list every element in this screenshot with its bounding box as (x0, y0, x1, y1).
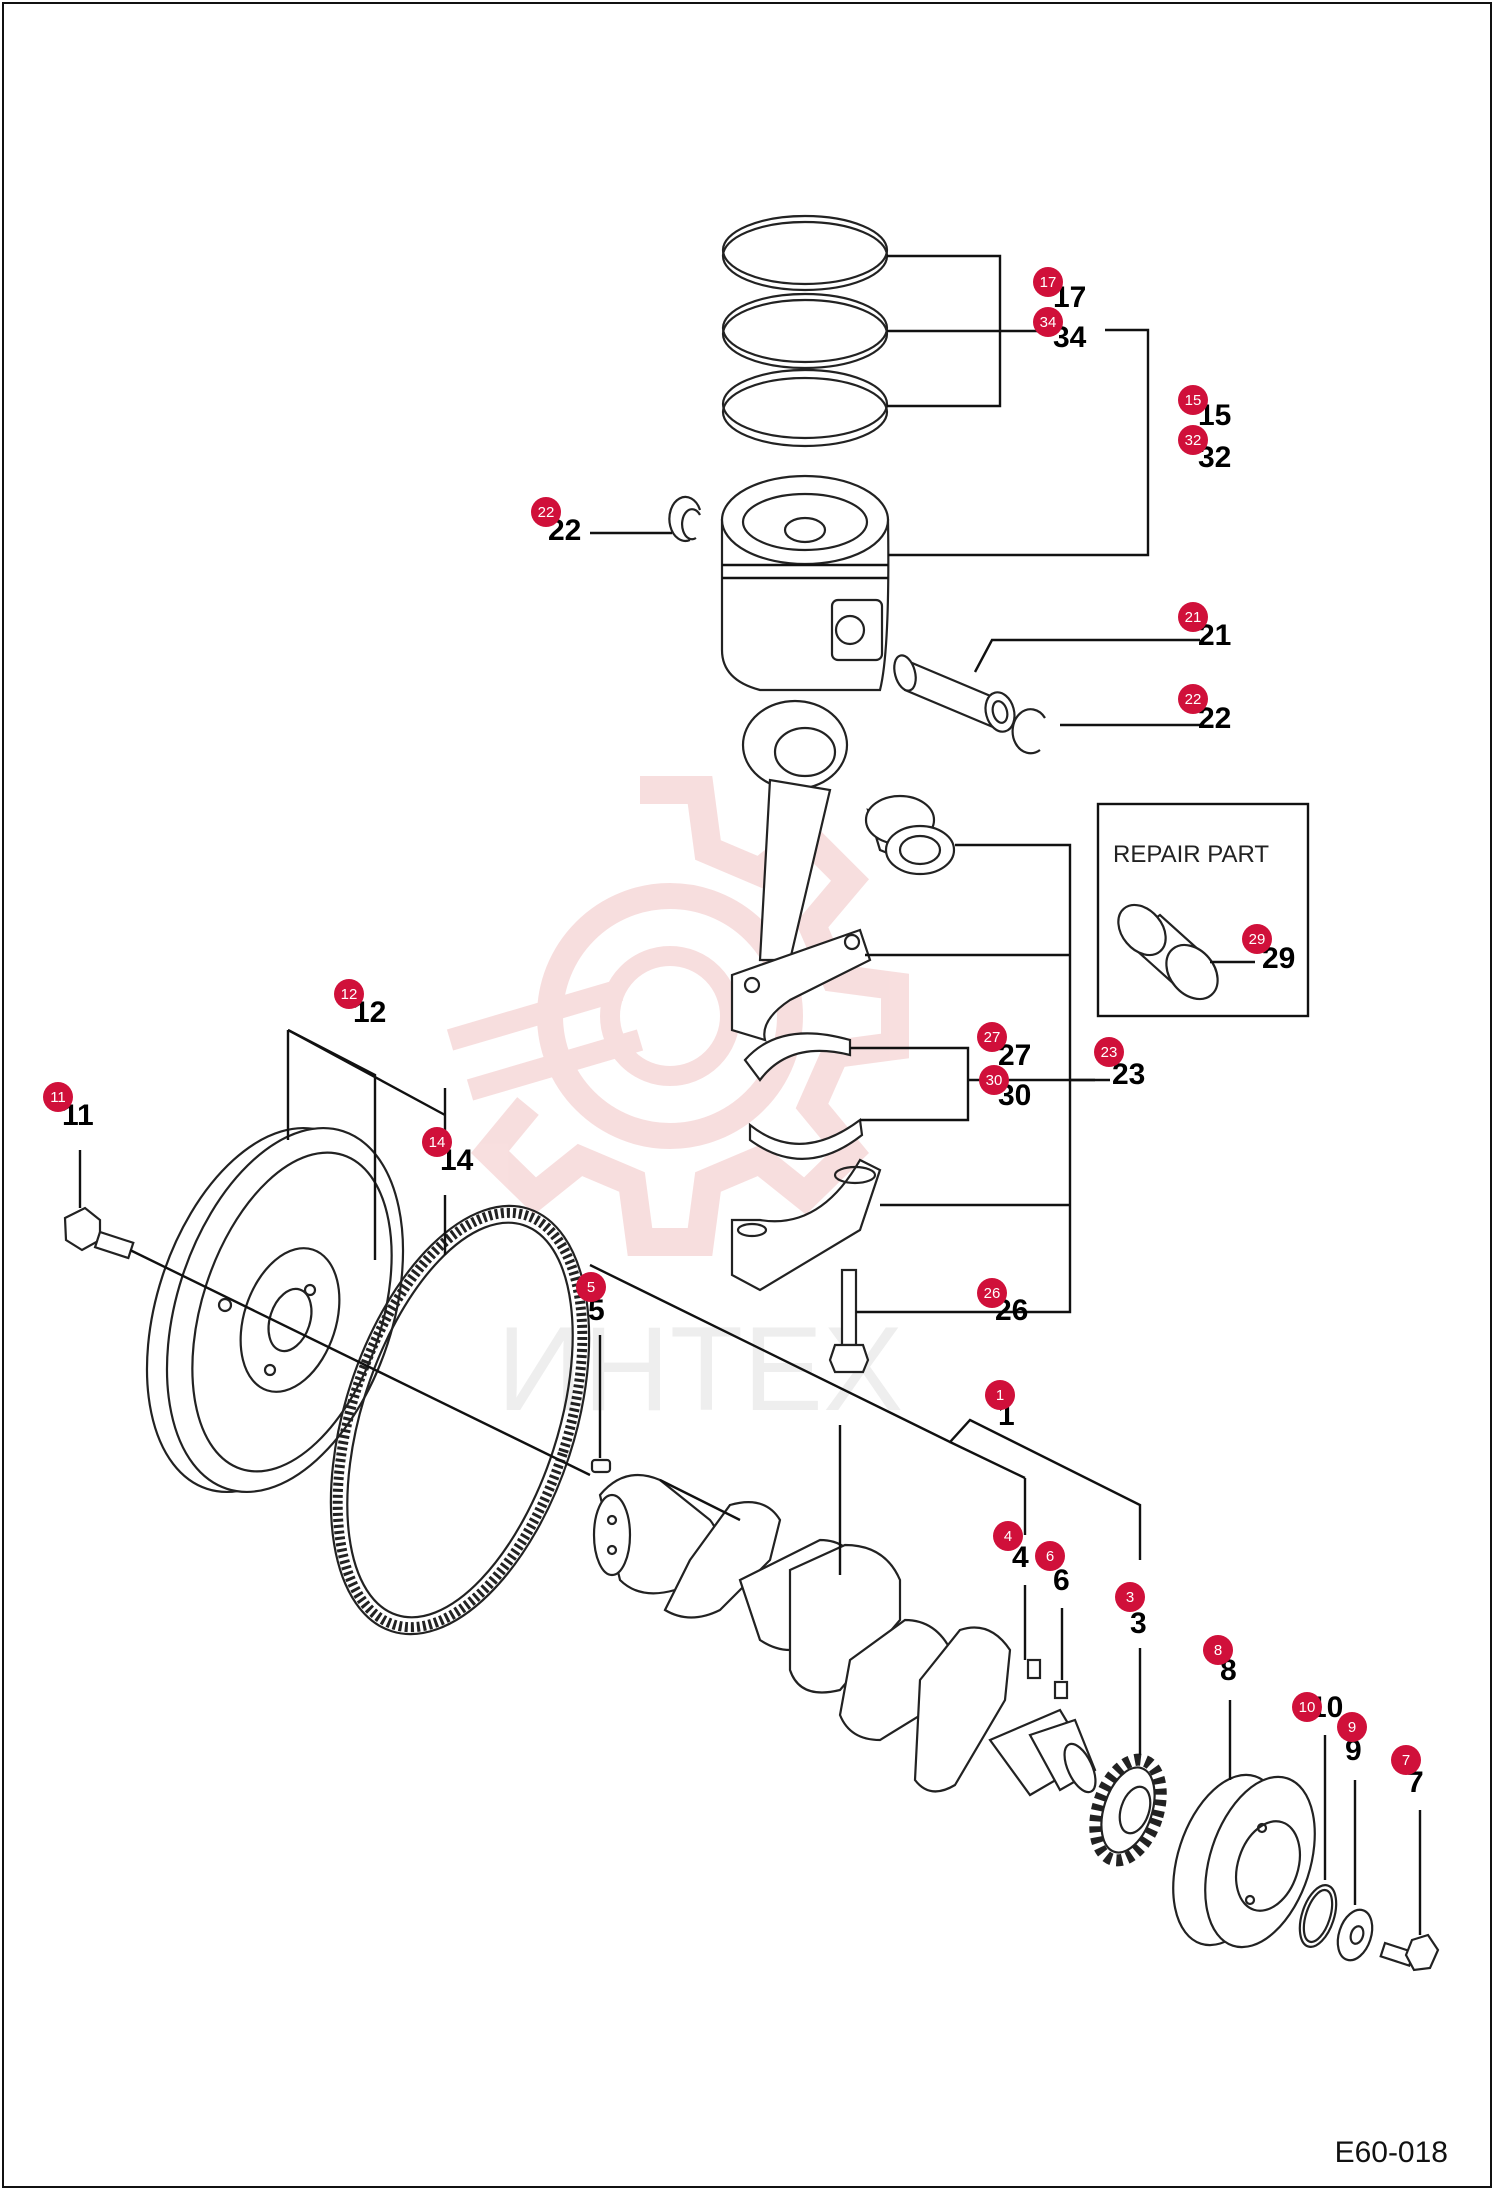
pulley-bolt (1379, 1933, 1440, 1972)
crankshaft-gear (1089, 1753, 1167, 1867)
svg-text:32: 32 (1185, 432, 1202, 449)
repair-bush (1117, 903, 1219, 1001)
svg-text:22: 22 (538, 504, 555, 521)
svg-text:21: 21 (1185, 609, 1202, 626)
svg-text:15: 15 (1185, 392, 1202, 409)
badge-8: 8 (1203, 1635, 1233, 1665)
label-9: 9 (1345, 1734, 1362, 1767)
svg-text:30: 30 (986, 1072, 1003, 1089)
svg-text:27: 27 (984, 1029, 1001, 1046)
repair-part-box (1096, 802, 1310, 1018)
badge-9: 9 (1337, 1712, 1367, 1742)
circlip-right (1011, 708, 1046, 755)
washer (1336, 1908, 1374, 1962)
badge-11: 11 (43, 1082, 73, 1112)
badge-26: 26 (977, 1278, 1007, 1308)
diagram-code: E60-018 (1335, 2136, 1448, 2169)
connecting-rod (730, 699, 872, 1042)
badge-27: 27 (977, 1022, 1007, 1052)
badge-6: 6 (1035, 1541, 1065, 1571)
badge-14: 14 (422, 1127, 452, 1157)
woodruff-key (1026, 1658, 1042, 1680)
badge-5: 5 (576, 1272, 606, 1302)
svg-text:17: 17 (1040, 274, 1057, 291)
badge-12: 12 (334, 979, 364, 1009)
badge-7: 7 (1391, 1745, 1421, 1775)
svg-text:7: 7 (1402, 1752, 1410, 1769)
svg-text:34: 34 (1040, 314, 1057, 331)
connecting-rod-bolt (828, 1268, 870, 1374)
piston (720, 474, 890, 692)
badge-3: 3 (1115, 1582, 1145, 1612)
badge-30: 30 (979, 1065, 1009, 1095)
flywheel (145, 1127, 405, 1493)
svg-text:26: 26 (984, 1285, 1001, 1302)
repair-part-title: REPAIR PART (1113, 841, 1269, 868)
flywheel-bolt (63, 1206, 135, 1260)
badge-21: 21 (1178, 602, 1208, 632)
piston-pin (893, 654, 1016, 733)
watermark-logo (446, 776, 909, 1256)
badge-23: 23 (1094, 1037, 1124, 1067)
o-ring (1298, 1884, 1338, 1948)
svg-text:1: 1 (996, 1387, 1004, 1404)
svg-text:8: 8 (1214, 1642, 1222, 1659)
svg-text:22: 22 (1185, 691, 1202, 708)
dowel-pin (590, 1458, 612, 1474)
label-6: 6 (1053, 1564, 1070, 1597)
label-4: 4 (1012, 1541, 1029, 1574)
badge-32: 32 (1178, 425, 1208, 455)
svg-text:10: 10 (1299, 1699, 1316, 1716)
bearing-shell-upper (743, 1032, 852, 1082)
svg-text:23: 23 (1101, 1044, 1118, 1061)
svg-text:5: 5 (587, 1279, 595, 1296)
badge-1: 1 (985, 1380, 1015, 1410)
callout-badges: 17 34 15 32 22 21 22 29 27 30 23 26 12 1… (43, 267, 1421, 1775)
svg-text:6: 6 (1046, 1548, 1054, 1565)
key-6 (1053, 1680, 1069, 1700)
badge-34: 34 (1033, 307, 1063, 337)
small-end-bush (864, 794, 956, 876)
svg-text:4: 4 (1004, 1528, 1012, 1545)
badge-22a: 22 (531, 497, 561, 527)
svg-text:14: 14 (429, 1134, 446, 1151)
svg-text:11: 11 (50, 1089, 66, 1106)
label-7: 7 (1407, 1766, 1424, 1799)
crankshaft (592, 1473, 1097, 1797)
badge-22b: 22 (1178, 684, 1208, 714)
svg-text:9: 9 (1348, 1719, 1356, 1736)
svg-text:29: 29 (1249, 931, 1266, 948)
bearing-shell-lower (748, 1117, 864, 1160)
label-5: 5 (588, 1294, 605, 1327)
svg-text:12: 12 (341, 986, 358, 1003)
badge-10: 10 (1292, 1692, 1322, 1722)
connecting-rod-cap (730, 1158, 882, 1292)
label-3: 3 (1130, 1607, 1147, 1640)
circlip-left (668, 495, 702, 542)
svg-text:3: 3 (1126, 1589, 1134, 1606)
badge-17: 17 (1033, 267, 1063, 297)
crankshaft-pulley (1172, 1773, 1316, 1949)
ring-gear (329, 1204, 591, 1636)
badge-29: 29 (1242, 924, 1272, 954)
badge-15: 15 (1178, 385, 1208, 415)
badge-4: 4 (993, 1521, 1023, 1551)
piston-rings (721, 214, 889, 448)
